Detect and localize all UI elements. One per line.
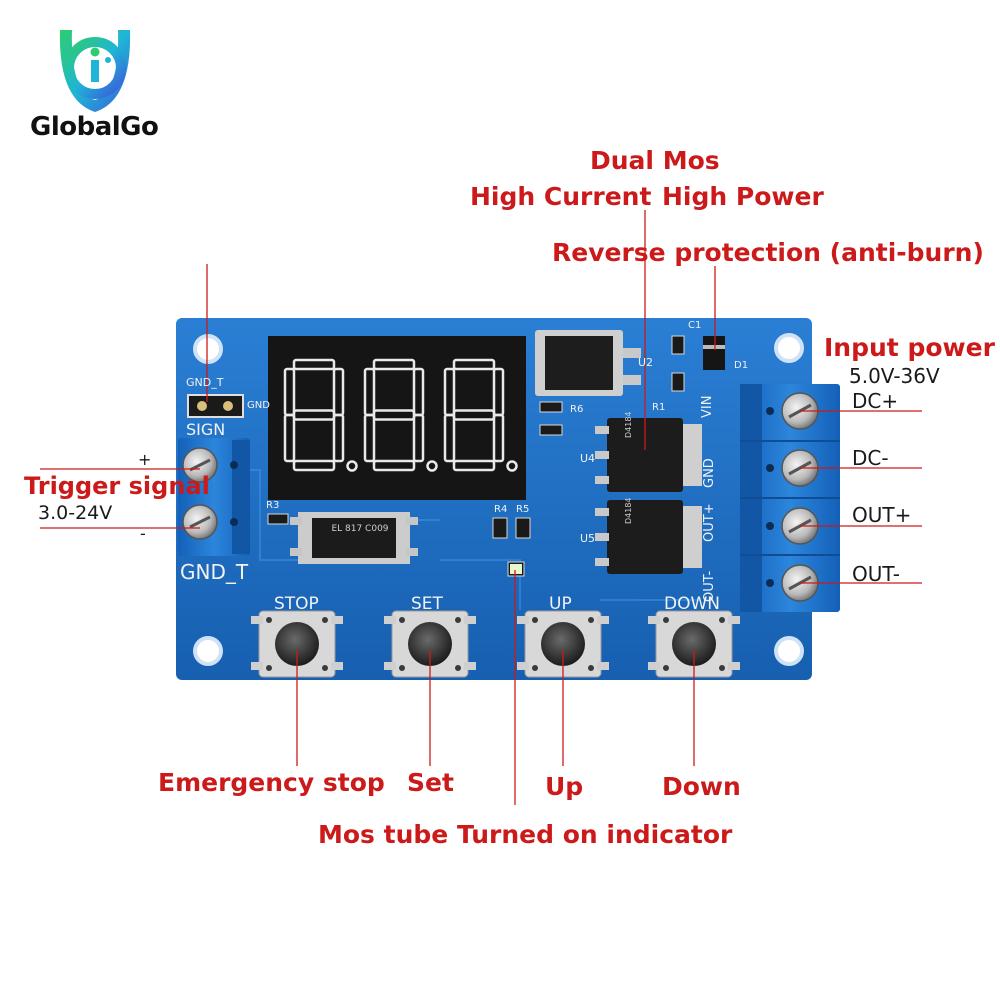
tactile-button (648, 610, 740, 678)
tactile-button (517, 610, 609, 678)
label-dc-plus: DC+ (852, 389, 899, 413)
callout-high-power: High Power (662, 182, 824, 211)
label-out-plus: OUT+ (852, 503, 912, 527)
regulator-chip (535, 330, 641, 396)
callout-set: Set (407, 768, 454, 797)
callout-emergency-stop: Emergency stop (158, 768, 385, 797)
silk-gnd-vertical: GND (702, 458, 717, 488)
label-dc-minus: DC- (852, 446, 889, 470)
callout-mos-indicator: Mos tube Turned on indicator (318, 820, 733, 849)
silk-r6: R6 (570, 404, 584, 415)
diode-d1 (703, 336, 725, 370)
silk-gnd-small: GND (247, 400, 270, 411)
optocoupler-chip (290, 512, 418, 564)
silk-vin: VIN (700, 395, 715, 418)
display-digit (443, 358, 518, 472)
trigger-terminal-block (178, 438, 250, 556)
callout-reverse-protection: Reverse protection (anti-burn) (552, 238, 984, 267)
optocoupler-marking: EL 817 C009 (331, 524, 389, 534)
seven-segment-display (268, 336, 526, 500)
silk-stop: STOP (274, 594, 319, 614)
silk-r3: R3 (266, 500, 280, 511)
display-digit (363, 358, 438, 472)
brand-name: GlobalGo (30, 112, 159, 142)
silk-r5: R5 (516, 504, 530, 515)
silk-gnd-t-bottom: GND_T (180, 560, 249, 584)
input-voltage-range: 5.0V-36V (849, 364, 940, 388)
callout-dual-mos: Dual Mos (590, 146, 720, 175)
silk-d1: D1 (734, 360, 749, 371)
silk-gnd-t-top: GND_T (186, 376, 224, 389)
silk-u4: U4 (580, 452, 596, 465)
mos-marking-1: D4184 (624, 411, 633, 438)
mos-indicator-led (510, 564, 522, 574)
mounting-holes (193, 333, 804, 666)
label-out-minus: OUT- (852, 562, 900, 586)
mos-marking-2: D4184 (624, 497, 633, 524)
display-digits (283, 358, 518, 472)
leader-lines (40, 210, 922, 805)
silk-c1: C1 (688, 320, 702, 331)
silk-sign: SIGN (186, 420, 226, 439)
trigger-voltage-range: 3.0-24V (38, 502, 113, 524)
mosfet-chip (595, 418, 702, 492)
callout-trigger-signal: Trigger signal (24, 472, 210, 500)
silk-out-plus: OUT+ (702, 503, 717, 542)
silk-set: SET (411, 594, 443, 614)
silk-r1: R1 (652, 402, 666, 413)
silk-u5: U5 (580, 532, 596, 545)
label-trigger-minus: - (140, 524, 146, 543)
silk-r4: R4 (494, 504, 508, 515)
callout-up: Up (545, 772, 584, 801)
silk-u2: U2 (638, 356, 654, 369)
tactile-button (384, 610, 476, 678)
tactile-button (251, 610, 343, 678)
silk-out-minus: OUT- (702, 570, 717, 602)
mosfet-chip (595, 500, 702, 574)
display-digit (283, 358, 358, 472)
callout-high-current: High Current (470, 182, 652, 211)
callout-input-power: Input power (824, 333, 995, 362)
power-terminal-block (740, 384, 840, 612)
silk-up: UP (549, 594, 572, 614)
label-trigger-plus: + (138, 450, 152, 469)
sign-header (187, 394, 244, 418)
brand-logo-icon (59, 30, 131, 112)
silk-down: DOWN (664, 594, 720, 614)
callout-down: Down (662, 772, 741, 801)
